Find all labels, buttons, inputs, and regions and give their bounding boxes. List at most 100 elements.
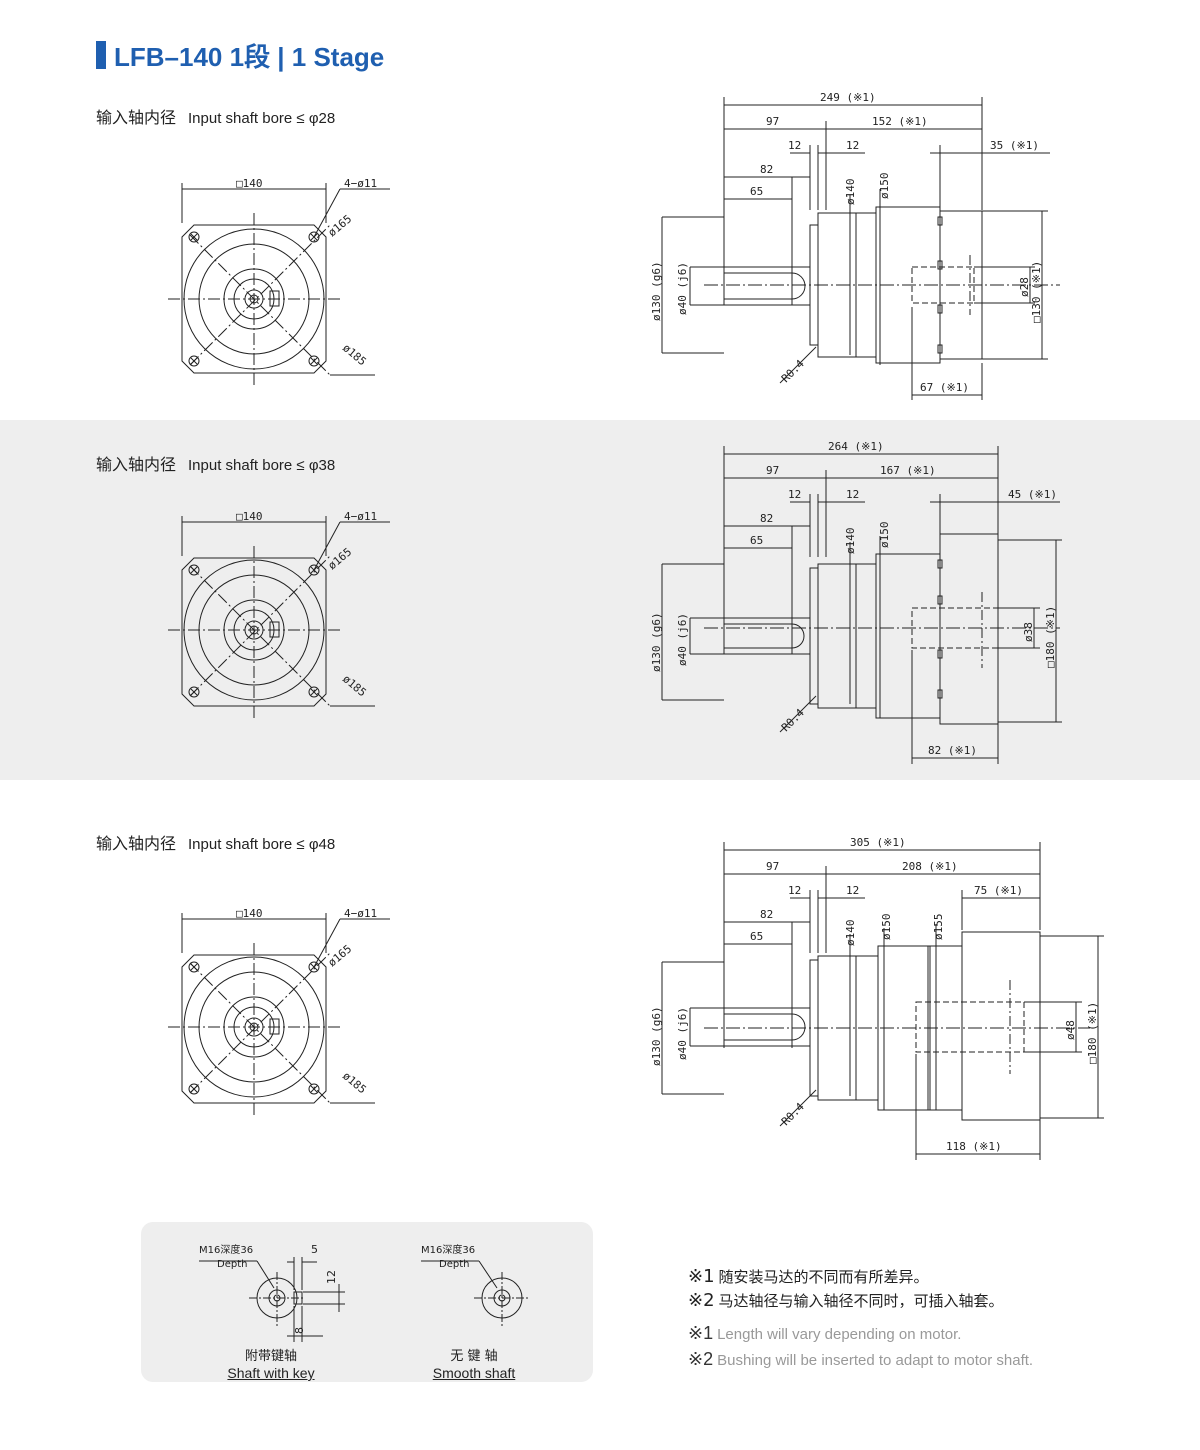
smooth-depth-label: Depth <box>439 1259 469 1270</box>
bore-label-1: 输入轴内径 Input shaft bore ≤ φ28 <box>96 104 335 128</box>
dim-shaft-len: 97 <box>766 464 779 477</box>
dim-flange2: 12 <box>846 488 859 501</box>
dim-flange1: 12 <box>788 488 801 501</box>
note-mark: ※1 <box>688 1323 714 1343</box>
dim-square: □140 <box>236 177 263 190</box>
dim-pcd: ø165 <box>326 942 355 969</box>
dim-bottom: 118 (※1) <box>946 1140 1002 1153</box>
keyed-shaft-caption: 附带键轴 Shaft with key <box>201 1348 341 1382</box>
dim-radius: R0.4 <box>779 706 807 734</box>
bore-label-cn: 输入轴内径 <box>96 834 177 853</box>
dim-bottom: 82 (※1) <box>928 744 977 757</box>
dim-d150: ø150 <box>878 173 891 200</box>
side-view-1: 249 (※1) 97 152 (※1) 12 12 35 (※1) 82 65… <box>650 91 1060 400</box>
smooth-caption-en: Smooth shaft <box>432 1365 516 1381</box>
dim-d140: ø140 <box>844 179 857 206</box>
dim-d40: ø40 (j6) <box>676 613 689 666</box>
dim-radius: R0.4 <box>779 357 807 385</box>
dim-holes: 4−ø11 <box>344 177 377 190</box>
keyed-caption-cn: 附带键轴 <box>244 1349 297 1364</box>
dim-body-len: 208 (※1) <box>902 860 958 873</box>
keyed-shaft-diagram <box>199 1257 530 1342</box>
note-mark: ※2 <box>688 1290 715 1311</box>
dim-65: 65 <box>750 185 763 198</box>
keyed-w8: 8 <box>293 1327 306 1334</box>
dim-d150: ø150 <box>878 522 891 549</box>
dim-motor-sq: □130 (※1) <box>1030 261 1043 323</box>
dim-bottom: 67 (※1) <box>920 381 969 394</box>
dim-holes: 4−ø11 <box>344 510 377 523</box>
dim-flange1: 12 <box>788 139 801 152</box>
dim-square: □140 <box>236 907 263 920</box>
dim-motor-len: 45 (※1) <box>1008 488 1057 501</box>
bore-label-cn: 输入轴内径 <box>96 108 177 127</box>
keyed-h12: 12 <box>325 1270 338 1284</box>
dim-82: 82 <box>760 512 773 525</box>
dim-d150: ø150 <box>880 914 893 941</box>
dim-motor-sq: □180 (※1) <box>1086 1002 1099 1064</box>
note-text: Bushing will be inserted to adapt to mot… <box>717 1352 1034 1369</box>
page-title: LFB–140 1段 | 1 Stage <box>96 38 384 72</box>
dim-d130: ø130 (g6) <box>650 612 663 672</box>
dim-pcd: ø165 <box>326 212 355 239</box>
keyed-caption-en: Shaft with key <box>227 1365 315 1381</box>
dim-bore: ø28 <box>1018 277 1031 297</box>
title-accent-bar <box>96 41 106 69</box>
dim-overall: 249 (※1) <box>820 91 876 104</box>
title-text: LFB–140 1段 | 1 Stage <box>114 41 385 72</box>
dim-d140: ø140 <box>844 920 857 947</box>
note-text: Length will vary depending on motor. <box>717 1326 962 1343</box>
dim-overall: 305 (※1) <box>850 836 906 849</box>
dim-flange1: 12 <box>788 884 801 897</box>
smooth-caption-cn: 无 键 轴 <box>450 1349 498 1364</box>
smooth-shaft-caption: 无 键 轴 Smooth shaft <box>404 1348 544 1382</box>
dim-square: □140 <box>236 510 263 523</box>
dim-d140: ø140 <box>844 528 857 555</box>
bore-label-en: Input shaft bore ≤ φ28 <box>188 110 336 127</box>
dim-shaft-len: 97 <box>766 860 779 873</box>
shaft-types-panel: M16深度36 Depth 5 12 8 M16深度36 Depth 附带键轴 … <box>141 1222 593 1382</box>
note-text: 马达轴径与输入轴径不同时，可插入轴套。 <box>718 1292 1004 1310</box>
dim-motor-len: 75 (※1) <box>974 884 1023 897</box>
dim-d40: ø40 (j6) <box>676 262 689 315</box>
bore-label-en: Input shaft bore ≤ φ48 <box>188 836 336 853</box>
dim-pcd: ø165 <box>326 545 355 572</box>
keyed-w5: 5 <box>311 1243 318 1256</box>
section-band-2 <box>0 420 1200 780</box>
dim-d130: ø130 (g6) <box>650 1006 663 1066</box>
keyed-shaft-labels: M16深度36 Depth 5 12 8 M16深度36 Depth <box>199 1243 475 1334</box>
dim-body-len: 167 (※1) <box>880 464 936 477</box>
keyed-depth-label: Depth <box>217 1259 247 1270</box>
dim-flange2: 12 <box>846 884 859 897</box>
dim-shaft-len: 97 <box>766 115 779 128</box>
dim-motor-len: 35 (※1) <box>990 139 1039 152</box>
front-view-3: □140 4−ø11 ø165 ø185 <box>168 907 390 1115</box>
dim-diag: ø185 <box>340 1069 369 1096</box>
dim-motor-sq: □180 (※1) <box>1044 606 1057 668</box>
dim-radius: R0.4 <box>779 1100 807 1128</box>
dim-82: 82 <box>760 908 773 921</box>
keyed-tap-label: M16深度36 <box>199 1243 253 1256</box>
dim-diag: ø185 <box>340 341 369 368</box>
side-view-3: 305 (※1) 97 208 (※1) 12 12 75 (※1) 82 65… <box>650 836 1104 1160</box>
dim-flange2: 12 <box>846 139 859 152</box>
dim-bore: ø48 <box>1064 1020 1077 1040</box>
bore-label-cn: 输入轴内径 <box>96 455 177 474</box>
dim-diag: ø185 <box>340 672 369 699</box>
note-mark: ※2 <box>688 1349 714 1369</box>
dim-d130: ø130 (g6) <box>650 261 663 321</box>
dim-82: 82 <box>760 163 773 176</box>
dim-d155: ø155 <box>932 914 945 941</box>
front-view-1: □140 4−ø11 ø165 ø185 <box>168 177 390 385</box>
dim-d40: ø40 (j6) <box>676 1007 689 1060</box>
note-mark: ※1 <box>688 1266 715 1287</box>
note-text: 随安装马达的不同而有所差异。 <box>718 1268 929 1286</box>
dim-65: 65 <box>750 930 763 943</box>
dim-bore: ø38 <box>1022 622 1035 642</box>
